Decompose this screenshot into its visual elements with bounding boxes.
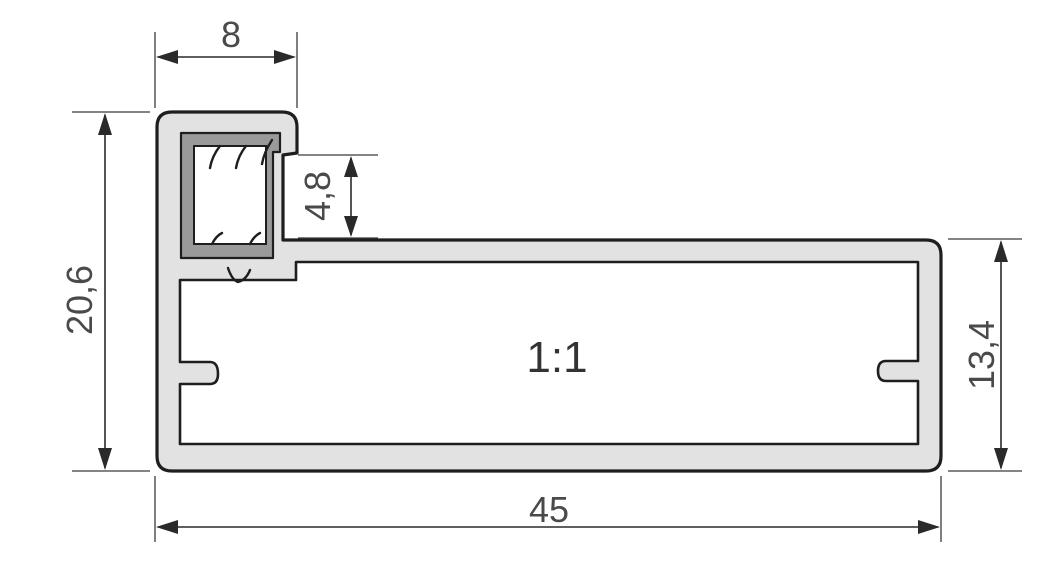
- gasket-lip-top-3: [260, 138, 274, 166]
- gasket-lip-top-2: [234, 144, 248, 170]
- gasket-lip-bottom-1: [210, 231, 224, 246]
- arrow-top-left: [156, 50, 178, 64]
- arrow-right-bottom: [994, 448, 1008, 470]
- arrow-right-top: [994, 240, 1008, 262]
- gasket-lip-bottom-2: [248, 231, 262, 246]
- gasket-inner: [193, 145, 267, 245]
- gasket-foot: [226, 266, 252, 284]
- gasket-lip-top-1: [208, 144, 222, 170]
- arrow-width-left: [156, 520, 178, 534]
- arrow-width-right: [918, 520, 940, 534]
- arrow-height-bottom: [98, 448, 112, 470]
- dim-label-total-width: 45: [529, 489, 569, 530]
- arrow-top-right: [274, 50, 296, 64]
- arrow-height-top: [98, 113, 112, 135]
- dim-label-top-width: 8: [221, 14, 241, 55]
- main-cavity: [178, 260, 920, 446]
- dim-label-right-height: 13,4: [961, 320, 1002, 390]
- dim-label-gap: 4,8: [297, 171, 338, 221]
- arrow-gap-bottom: [344, 216, 358, 237]
- arrow-gap-top: [344, 156, 358, 177]
- scale-label: 1:1: [526, 333, 587, 382]
- dim-label-total-height: 20,6: [59, 265, 100, 335]
